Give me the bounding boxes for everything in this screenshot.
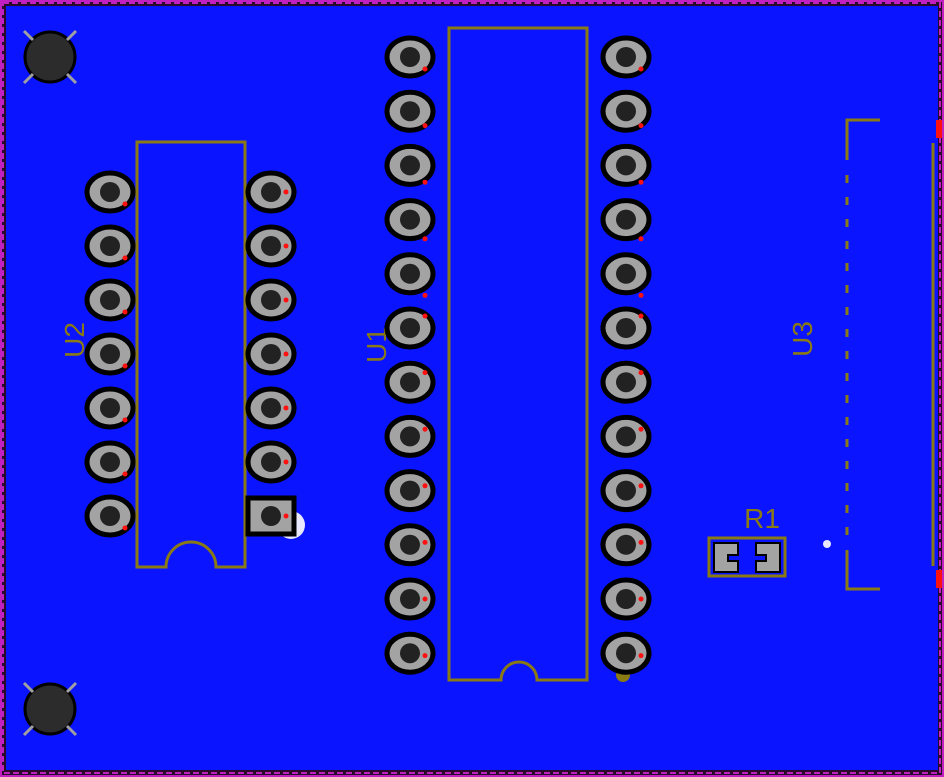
u1-pad	[600, 252, 652, 298]
u1-pad	[384, 577, 436, 621]
u1-pad	[600, 89, 652, 133]
mounting-hole-bottom-left	[22, 681, 78, 737]
u2-pad	[245, 278, 297, 322]
u1-pad	[384, 306, 436, 350]
u1-pad	[600, 143, 652, 187]
u1-pad	[384, 89, 436, 133]
u1-pad	[384, 35, 436, 79]
r1-footprint	[707, 536, 787, 578]
u2-pad	[245, 224, 297, 268]
u2-pad	[84, 170, 136, 214]
mounting-hole-top-left	[22, 29, 78, 85]
u1-pad	[384, 198, 436, 242]
u1-pad	[600, 198, 652, 242]
u1-pad	[600, 306, 652, 350]
u2-pad	[84, 440, 136, 484]
u3-outline	[845, 118, 942, 591]
u2-pad	[84, 278, 136, 322]
u1-pad	[384, 523, 436, 567]
via	[823, 540, 831, 548]
u1-outline	[447, 26, 589, 682]
u1-pad	[384, 631, 436, 675]
u2-pad	[84, 386, 136, 430]
u1-pad	[384, 414, 436, 458]
u1-pad	[384, 252, 436, 298]
u1-pad	[600, 414, 652, 458]
u2-pad	[84, 494, 136, 538]
u1-pad	[384, 143, 436, 187]
u2-pad	[245, 440, 297, 484]
u1-pad	[600, 469, 652, 513]
copper-pour	[6, 6, 938, 770]
u2-pad	[84, 224, 136, 268]
u1-pad	[600, 577, 652, 621]
u1-pad	[600, 523, 652, 567]
u2-outline	[135, 140, 247, 569]
u2-pad	[84, 332, 136, 376]
u3-refdes: U3	[787, 321, 818, 357]
pad-group	[84, 35, 652, 675]
u2-pad	[245, 170, 297, 214]
u1-pad	[384, 360, 436, 404]
u1-pad	[600, 631, 652, 675]
u1-pad	[384, 469, 436, 513]
u1-pad	[600, 35, 652, 79]
u2-pad	[245, 386, 297, 430]
r1-refdes: R1	[744, 503, 780, 534]
u1-pad	[600, 360, 652, 404]
u2-pad	[245, 332, 297, 376]
u2-pad	[245, 495, 297, 537]
